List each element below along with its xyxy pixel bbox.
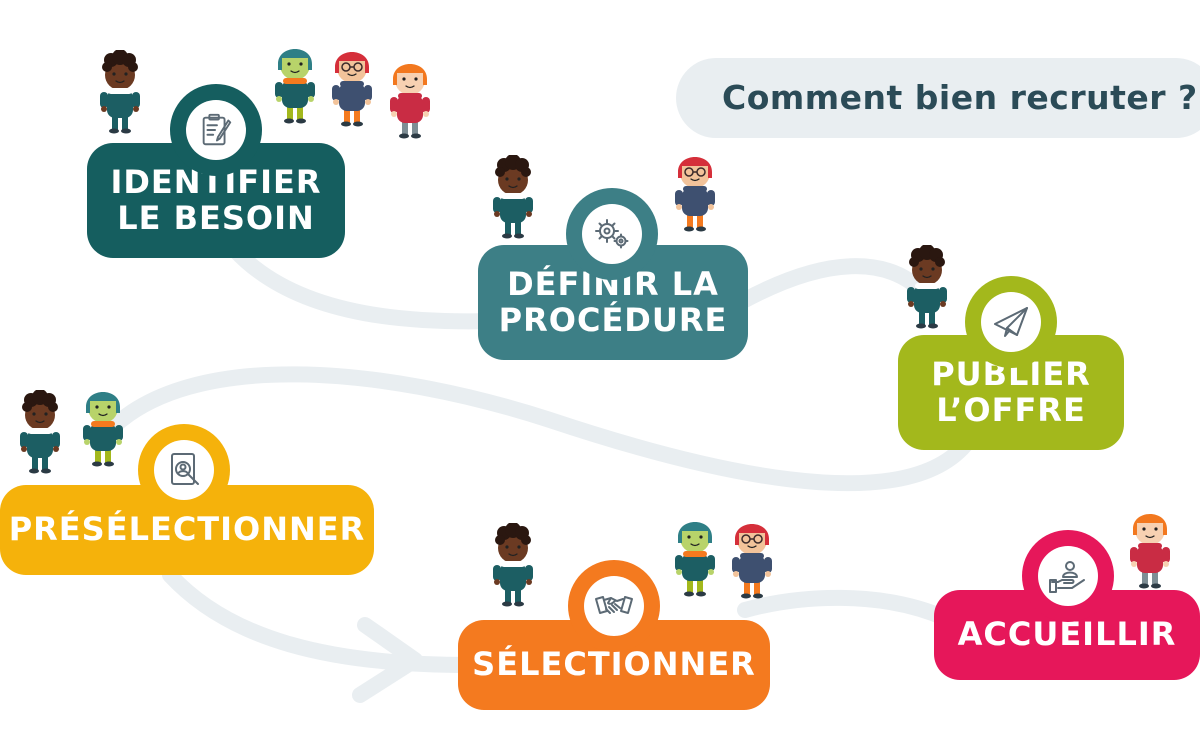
character-green-girl [83,392,123,467]
step-icon-circle [170,84,262,176]
step-publier-l-offre: PUBLIER L’OFFRE [898,335,1124,450]
step-icon-circle [1022,530,1114,622]
character-red-glasses [732,524,772,599]
step-label-line2: PROCÉDURE [498,300,728,339]
diagram-title: Comment bien recruter ? [722,78,1198,117]
paper-plane-icon [994,307,1028,337]
character-dark-boy [100,50,140,134]
step-label-line1: SÉLECTIONNER [472,645,756,684]
title-pill [676,58,1200,138]
step-icon-circle [138,424,230,516]
handshake-icon [595,596,633,614]
resume-search-icon [171,453,199,485]
step-icon-circle [965,276,1057,368]
clipboard-pen-icon [202,113,232,146]
character-red-glasses [332,52,372,127]
character-dark-boy [493,523,533,607]
gears-icon [595,219,629,249]
character-dark-boy [20,390,60,474]
character-orange-hair [390,64,430,139]
step-icon-circle [566,188,658,280]
character-orange-hair [1130,514,1170,589]
hand-person-icon [1049,561,1085,593]
character-dark-boy [493,155,533,239]
character-dark-boy [907,245,947,329]
step-icon-circle [568,560,660,652]
character-green-girl [675,522,715,597]
character-red-glasses [675,157,715,232]
character-green-girl [275,49,315,124]
step-label-line1: ACCUEILLIR [957,615,1177,654]
step-label-line2: L’OFFRE [936,390,1086,429]
step-label-line1: PRÉSÉLECTIONNER [8,510,366,549]
step-label-line2: LE BESOIN [117,198,315,237]
